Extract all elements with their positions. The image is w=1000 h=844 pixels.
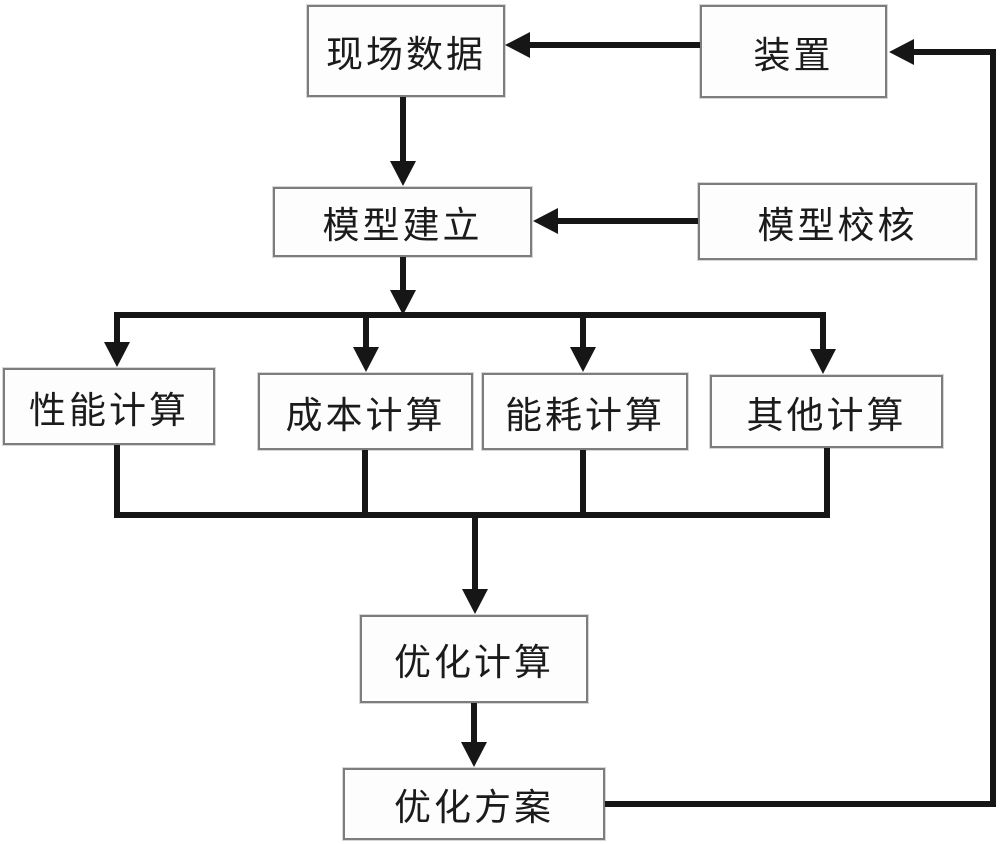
node-model-building: 模型建立 — [273, 187, 532, 257]
node-performance-calc-label: 性能计算 — [29, 380, 189, 434]
arrowhead-model-verification-to-model-building — [533, 208, 558, 234]
arrowhead-merge-bar-to-optimization-calc — [462, 589, 488, 614]
edge-feedback-top-segment — [912, 49, 994, 55]
node-model-building-label: 模型建立 — [323, 195, 483, 249]
edge-model-building-to-branch-bar — [400, 257, 406, 292]
node-energy-calc-label: 能耗计算 — [505, 385, 665, 439]
edge-feedback-bottom-segment — [605, 801, 996, 807]
arrowhead-optimization-calc-to-optimization-plan — [461, 742, 487, 767]
branch-bar — [114, 312, 826, 318]
edge-optimization-calc-to-optimization-plan — [471, 703, 477, 743]
node-energy-calc: 能耗计算 — [482, 373, 688, 450]
arrowhead-feedback-to-device — [889, 39, 914, 65]
edge-device-to-field-data — [528, 42, 700, 48]
edge-performance-calc-to-merge-bar — [114, 445, 120, 518]
edge-merge-bar-to-optimization-calc — [472, 518, 478, 590]
arrowhead-field-data-to-model-building — [390, 161, 416, 186]
node-other-calc: 其他计算 — [710, 375, 943, 448]
edge-branch-to-cost-calc — [363, 318, 369, 348]
node-optimization-calc-label: 优化计算 — [394, 632, 554, 686]
node-performance-calc: 性能计算 — [3, 368, 215, 445]
node-device: 装置 — [700, 5, 887, 98]
edge-feedback-right-segment — [990, 49, 996, 807]
edge-energy-calc-to-merge-bar — [580, 450, 586, 518]
edge-field-data-to-model-building — [400, 97, 406, 163]
arrowhead-branch-to-other-calc — [810, 349, 836, 374]
node-optimization-plan-label: 优化方案 — [394, 777, 554, 831]
node-cost-calc-label: 成本计算 — [286, 385, 446, 439]
edge-branch-to-other-calc — [820, 318, 826, 349]
arrowhead-branch-to-performance-calc — [104, 342, 130, 367]
node-model-verification: 模型校核 — [698, 183, 977, 260]
node-device-label: 装置 — [754, 25, 834, 79]
edge-branch-to-energy-calc — [580, 318, 586, 348]
node-cost-calc: 成本计算 — [258, 373, 473, 450]
node-field-data-label: 现场数据 — [326, 24, 486, 78]
node-optimization-calc: 优化计算 — [360, 615, 588, 703]
node-field-data: 现场数据 — [307, 5, 505, 97]
node-optimization-plan: 优化方案 — [343, 768, 605, 840]
edge-other-calc-to-merge-bar — [824, 448, 830, 518]
arrowhead-branch-to-cost-calc — [353, 347, 379, 372]
edge-model-verification-to-model-building — [557, 218, 698, 224]
edge-branch-to-performance-calc — [114, 318, 120, 343]
edge-cost-calc-to-merge-bar — [362, 450, 368, 518]
node-other-calc-label: 其他计算 — [747, 385, 907, 439]
node-model-verification-label: 模型校核 — [758, 195, 918, 249]
arrowhead-device-to-field-data — [505, 32, 530, 58]
arrowhead-branch-to-energy-calc — [570, 347, 596, 372]
